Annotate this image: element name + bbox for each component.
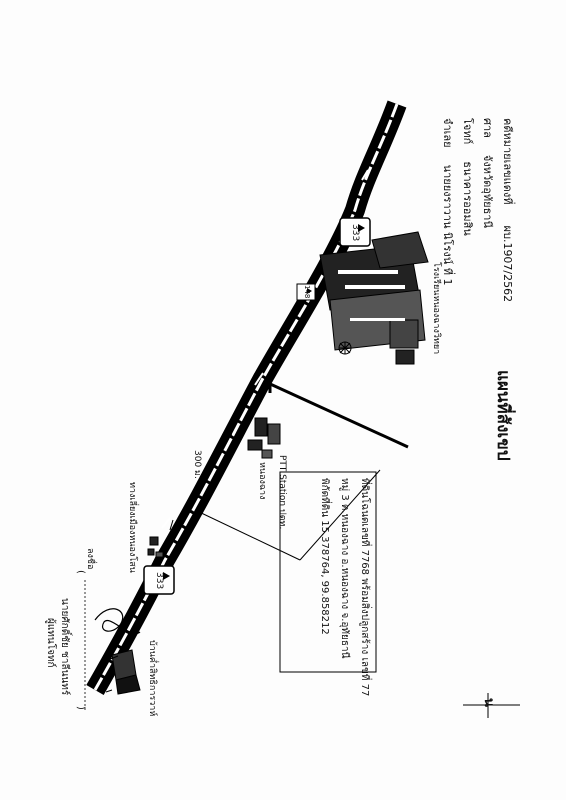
defendant-label: จำเลย	[441, 118, 454, 148]
defendant-line: จำเลย นายยงราวาน นิโรงน์ ที่ 1	[439, 118, 457, 285]
map-title: แผนที่สังเขป	[493, 370, 513, 461]
route-number-top: 333	[350, 224, 360, 242]
temple-icon	[105, 649, 141, 695]
north-arrow	[463, 693, 520, 718]
plaintiff-line: โจทก์ ธนาคารออมสิน	[459, 118, 477, 236]
side-label: บ้านค่ำสิทธิการวาห์	[147, 640, 157, 717]
court-line: ศาล จังหวัดอุทัยธานี	[479, 118, 497, 228]
marker-label: ลงชื่อ	[85, 548, 95, 570]
case-number-line: คดีหมายเลขแดงที่ ผบ.1907/2562	[499, 118, 517, 302]
bypass-label: ทางเลี่ยงเมืองหนองโสน	[127, 482, 137, 573]
case-line-label: คดีหมายเลขแดงที่	[501, 118, 514, 205]
court-value: จังหวัดอุทัยธานี	[481, 154, 494, 229]
leader-lines	[169, 469, 381, 561]
route-number-small: 148	[303, 285, 311, 299]
school-buildings-icon	[319, 231, 429, 365]
info-box-line-2: หมู่ 3 ต.หนองฉาง อ.หนองฉาง จ.อุทัยธานี	[339, 478, 350, 659]
signature-name: นายศักดิ์ชัย ชาลีนนทร์	[59, 598, 70, 696]
signature-role: ผู้แทนโจทก์	[45, 618, 56, 668]
info-box-line-3: พิกัดที่ดิน 15.378764, 99.858212	[319, 478, 330, 635]
distance-label: 300 ม.	[192, 450, 202, 479]
signature-mark	[94, 608, 141, 635]
info-box-frame	[279, 471, 377, 673]
house-icons	[147, 536, 164, 558]
signature-close-paren: )	[75, 706, 86, 710]
side-road	[267, 378, 409, 449]
signature-open-paren: (	[75, 570, 86, 574]
ptt-station-icon	[247, 417, 281, 459]
info-box-line-1: ที่ดินโฉนดเลขที่ 7768 พร้อมสิ่งปลูกสร้าง…	[359, 478, 370, 697]
school-label: โรงเรียนหนองฉางวิทยา	[431, 262, 441, 355]
tree-icon	[338, 341, 352, 355]
route-shield-top	[339, 217, 371, 247]
route-shield-bottom	[143, 565, 175, 595]
plaintiff-label: โจทก์	[461, 118, 474, 145]
route-number-bottom: 333	[154, 572, 164, 590]
plaintiff-value: ธนาคารออมสิน	[461, 161, 474, 236]
route-shield-small	[296, 283, 316, 301]
north-label: น	[481, 698, 496, 707]
case-number: ผบ.1907/2562	[501, 225, 514, 303]
main-road	[86, 100, 407, 695]
road-junction-marks	[161, 169, 369, 529]
court-label: ศาล	[481, 118, 494, 138]
distance-arrow	[177, 429, 233, 519]
ptt-label: PTT Station ปตท.	[277, 455, 287, 530]
ptt-sub-label: หนองฉาง	[257, 462, 267, 500]
